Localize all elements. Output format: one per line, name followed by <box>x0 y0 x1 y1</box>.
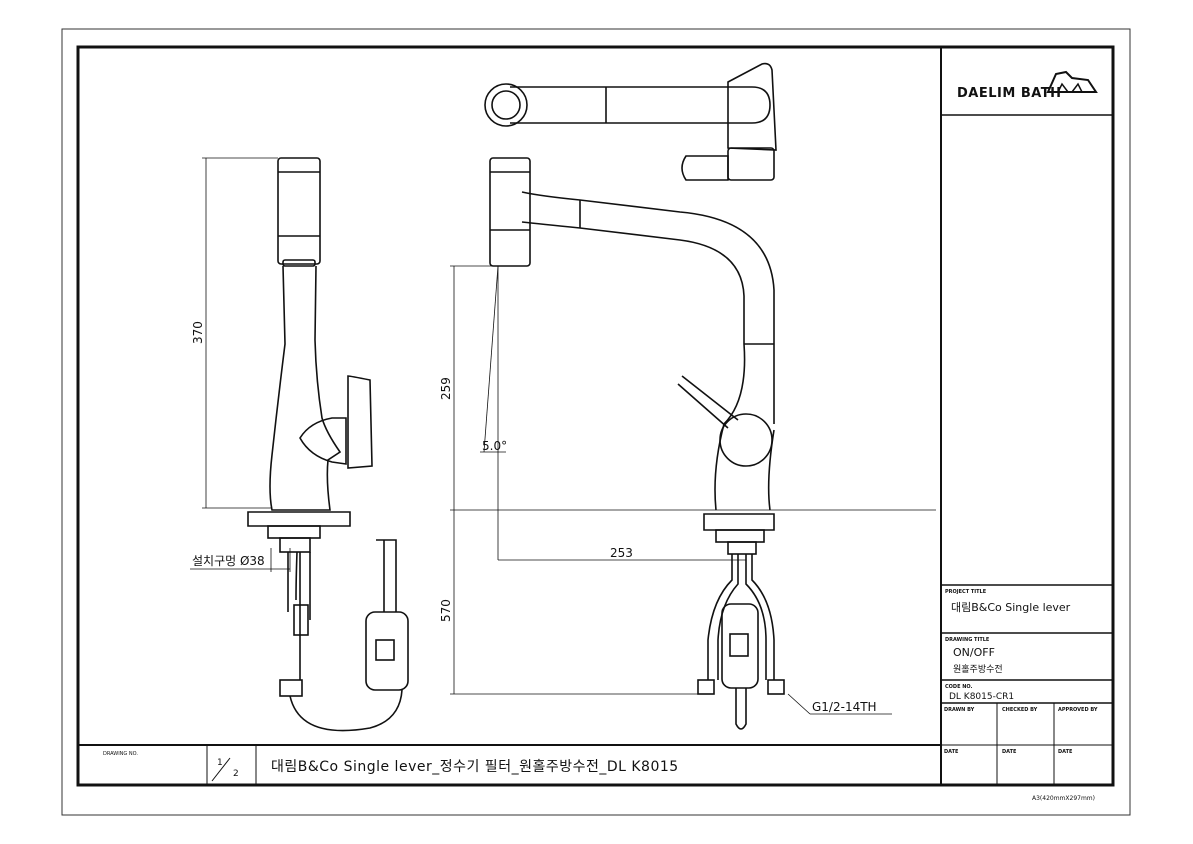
drawing-name: 대림B&Co Single lever_정수기 필터_원홀주방수전_DL K80… <box>271 759 679 775</box>
title-block <box>940 47 1113 785</box>
dim-below-deck: 570 <box>439 599 453 622</box>
drawn-by-label: DRAWN BY <box>944 707 975 713</box>
left-view-dimensions <box>190 157 291 572</box>
front-view-dimensions <box>450 265 936 715</box>
date-label-3: DATE <box>1058 749 1073 755</box>
inner-frame <box>76 45 1115 787</box>
dim-thread-label: G1/2-14TH <box>812 700 877 714</box>
date-label-1: DATE <box>944 749 959 755</box>
approved-by-label: APPROVED BY <box>1058 707 1098 713</box>
drawing-title-label: DRAWING TITLE <box>945 637 990 643</box>
code-no-label: CODE NO. <box>945 684 973 690</box>
checked-by-label: CHECKED BY <box>1002 707 1038 713</box>
front-view <box>489 157 785 730</box>
sheet-total: 2 <box>233 769 239 779</box>
bottom-bar <box>78 744 941 785</box>
drawing-no-label: DRAWING NO. <box>103 751 138 757</box>
dim-reach: 253 <box>610 546 633 560</box>
outer-frame <box>61 28 1131 816</box>
brand-logo: DAELIM BATH <box>957 86 1062 101</box>
code-no: DL K8015-CR1 <box>949 692 1014 702</box>
brand-bear-mark <box>1046 70 1098 93</box>
dim-angle: 5.0° <box>482 439 507 453</box>
dim-hole-label: 설치구멍 Ø38 <box>192 554 265 568</box>
dim-spout-height: 259 <box>439 377 453 400</box>
drawing-title-line2: 원홀주방수전 <box>953 663 1003 675</box>
left-side-view <box>247 157 409 732</box>
project-title-label: PROJECT TITLE <box>945 589 987 595</box>
sheet-number: 1 <box>217 758 223 768</box>
dim-height-total: 370 <box>191 321 205 344</box>
top-view <box>484 62 777 181</box>
sheet-size: A3(420mmX297mm) <box>1032 795 1095 802</box>
drawing-title-line1: ON/OFF <box>953 646 995 659</box>
date-label-2: DATE <box>1002 749 1017 755</box>
project-title: 대림B&Co Single lever <box>951 601 1071 614</box>
